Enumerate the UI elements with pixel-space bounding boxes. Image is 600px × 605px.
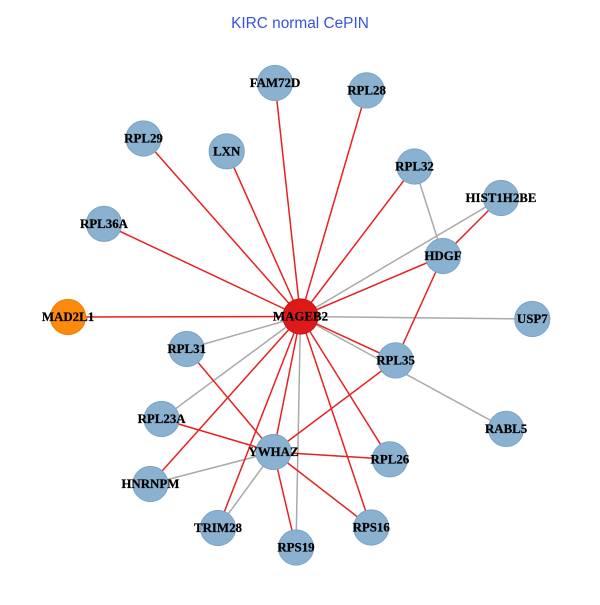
svg-text:YWHAZ: YWHAZ [248,445,298,459]
svg-text:HNRNPM: HNRNPM [121,477,179,491]
svg-text:HIST1H2BE: HIST1H2BE [466,191,537,205]
svg-text:RPS16: RPS16 [353,521,391,535]
svg-text:MAD2L1: MAD2L1 [42,310,94,324]
svg-text:RPL23A: RPL23A [138,412,187,426]
svg-text:FAM72D: FAM72D [250,76,301,90]
svg-text:RPL32: RPL32 [395,160,434,174]
svg-text:RABL5: RABL5 [485,422,527,436]
svg-text:RPL26: RPL26 [371,453,410,467]
svg-text:RPL35: RPL35 [376,354,415,368]
svg-text:RPL28: RPL28 [347,84,386,98]
svg-text:RPS19: RPS19 [277,541,314,555]
svg-text:RPL31: RPL31 [167,342,206,356]
svg-text:USP7: USP7 [517,312,548,326]
svg-text:TRIM28: TRIM28 [194,521,243,535]
svg-text:HDGF: HDGF [424,249,461,263]
svg-text:RPL29: RPL29 [124,132,163,146]
svg-text:LXN: LXN [213,145,241,159]
svg-text:MAGEB2: MAGEB2 [273,310,328,324]
svg-text:KIRC normal CePIN: KIRC normal CePIN [231,15,369,32]
svg-text:RPL36A: RPL36A [80,217,129,231]
